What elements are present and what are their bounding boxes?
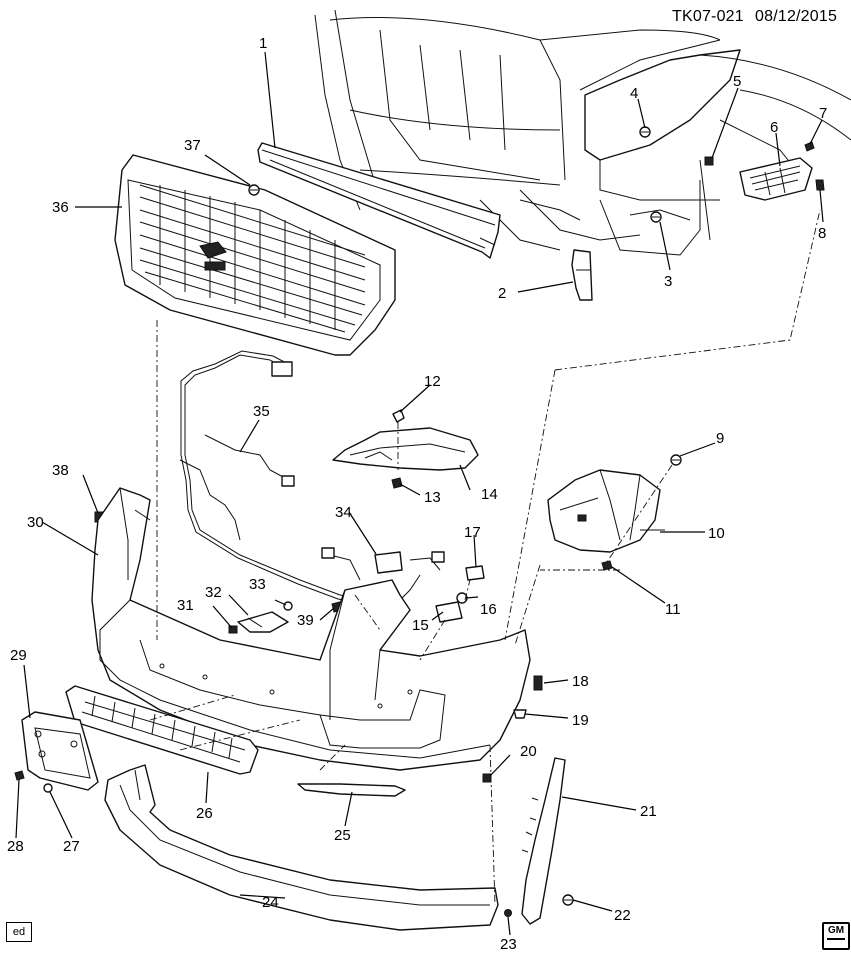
callout-5: 5 [733,73,741,90]
part-34-module [374,551,403,574]
callout-27: 27 [63,838,80,855]
part-14-shield [332,427,479,471]
callout-38: 37 [184,137,201,154]
callout-35: 34 [335,504,352,521]
callout-25: 25 [334,827,351,844]
callout-23: 23 [500,936,517,953]
callout-7: 7 [819,105,827,122]
alignment-lines [149,209,821,906]
callout-33: 33 [249,576,266,593]
part-22-screw [562,894,574,906]
part-32-bracket [237,611,289,633]
part-12-screw [392,409,405,470]
callout-3: 3 [664,273,672,290]
part-35-wiring-harness [179,350,445,605]
corner-code-box: ed [6,922,32,942]
callout-17: 17 [464,524,481,541]
vehicle-front-structure [314,9,851,256]
callout-18: 18 [572,673,589,690]
callout-21: 21 [640,803,657,820]
callout-8: 8 [818,225,826,242]
callout-34: 39 [297,612,314,629]
gm-logo-icon: GM [822,922,850,950]
callout-labels: 1 2 3 4 5 6 7 8 9 10 11 12 13 14 15 16 1… [7,35,827,953]
callout-29: 29 [10,647,27,664]
part-9-bolt [604,454,682,566]
callout-10: 10 [708,525,725,542]
part-29-license-bracket [21,711,99,791]
callout-9: 9 [716,430,724,447]
callout-6: 6 [770,119,778,136]
part-33-screw [283,601,293,611]
part-10-fog-lamp [547,469,665,553]
drawing-code: TK07-021 [672,8,744,25]
part-8-fastener [815,179,825,191]
part-6-bezel [739,157,813,201]
part-2-bracket [571,249,593,301]
part-4-bolt [639,126,651,138]
part-1-impact-bar [257,142,501,259]
gm-logo-underline [827,938,845,940]
callout-30: 30 [27,514,44,531]
part-7-fastener [804,141,815,152]
part-20-clip [482,773,492,783]
part-17-sensor [465,565,485,581]
callout-16: 16 [480,601,497,618]
callout-2: 2 [498,285,506,302]
part-21-side-deflector [521,757,566,925]
callout-15: 15 [412,617,429,634]
leader-lines [15,51,824,936]
callout-24: 24 [262,894,279,911]
callout-14: 14 [481,486,498,503]
drawing-date: 08/12/2015 [755,8,838,25]
part-18-fastener [533,675,543,691]
callout-32: 32 [205,584,222,601]
callout-13: 13 [424,489,441,506]
callout-31: 31 [177,597,194,614]
part-28-clip [14,770,25,781]
part-25-trim [297,783,406,797]
part-31-clip [228,625,238,634]
part-24-air-deflector [104,764,499,931]
part-19-fastener [513,709,527,719]
gm-logo-text: GM [827,925,845,936]
part-23-clip [504,909,512,917]
callout-36: 35 [253,403,270,420]
callout-1: 1 [259,35,267,52]
part-5-clip [704,156,714,166]
callout-19: 19 [572,712,589,729]
part-37-fastener [248,184,260,196]
part-30-bumper-fascia [91,487,531,771]
part-36-grille [114,154,396,356]
part-27-screw [43,783,53,793]
callout-12: 12 [424,373,441,390]
callout-20: 20 [520,743,537,760]
part-13-clip [391,477,403,489]
callout-37: 36 [52,199,69,216]
callout-39: 38 [52,462,69,479]
part-15-cap [435,601,463,623]
callout-22: 22 [614,907,631,924]
callout-26: 26 [196,805,213,822]
callout-28: 28 [7,838,24,855]
part-3-bolt [650,211,662,223]
callout-4: 4 [630,85,638,102]
part-26-lower-grille [65,685,259,775]
part-11-clip [601,560,613,571]
callout-11: 11 [665,601,681,618]
